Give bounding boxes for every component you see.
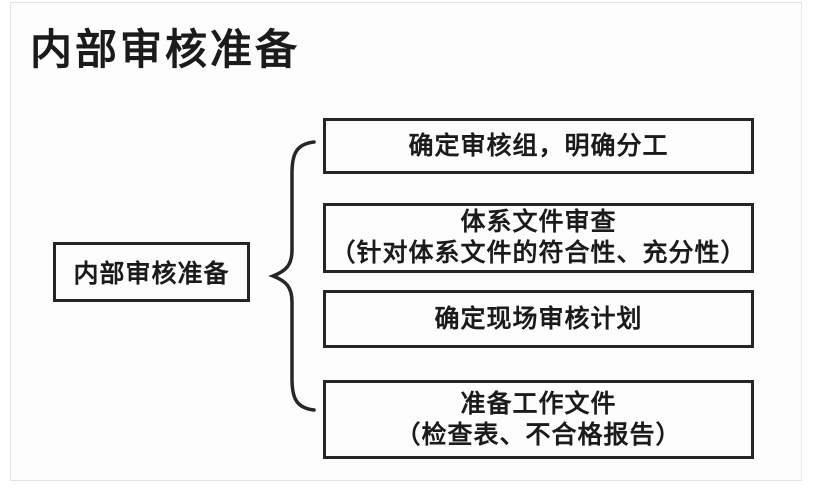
brace-path	[268, 140, 316, 412]
left-curly-brace-icon	[268, 140, 316, 412]
item-box-onsite-audit-plan: 确定现场审核计划	[323, 290, 754, 348]
item-line1: 确定现场审核计划	[434, 304, 643, 333]
item-line1: 确定审核组，明确分工	[408, 131, 669, 160]
item-line2: （检查表、不合格报告）	[395, 420, 682, 449]
item-box-determine-audit-team: 确定审核组，明确分工	[323, 118, 754, 174]
item-line2: （针对体系文件的符合性、充分性）	[330, 239, 747, 267]
root-node-label: 内部审核准备	[73, 260, 230, 288]
root-node: 内部审核准备	[53, 242, 250, 302]
item-line1: 准备工作文件	[460, 389, 617, 418]
page-title: 内部审核准备	[30, 26, 301, 73]
item-line1: 体系文件审查	[460, 208, 617, 236]
item-box-prepare-work-documents: 准备工作文件 （检查表、不合格报告）	[323, 380, 754, 459]
item-box-system-document-review: 体系文件审查 （针对体系文件的符合性、充分性）	[323, 203, 754, 273]
